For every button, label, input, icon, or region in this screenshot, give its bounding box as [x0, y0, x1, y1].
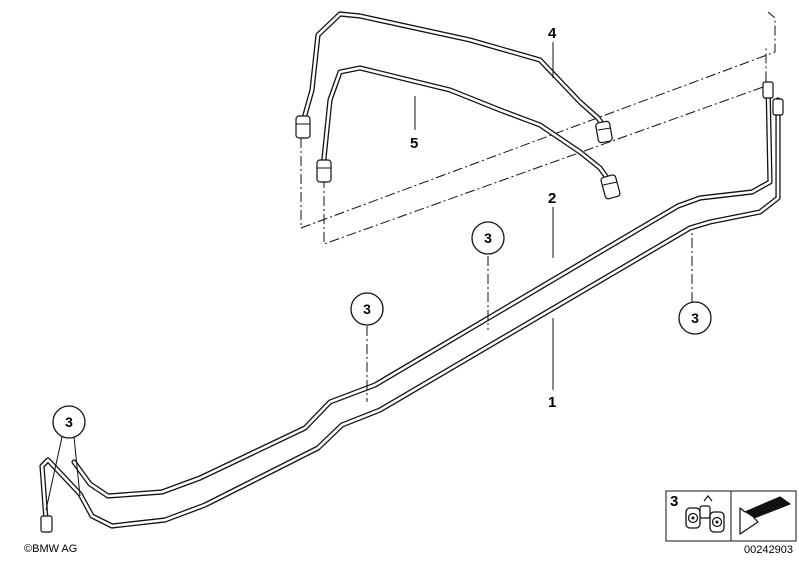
- callout-1: 1: [548, 394, 556, 411]
- connector-left-end: [40, 515, 53, 533]
- assembly-line-upper: [300, 11, 776, 229]
- fuel-line-1: [39, 97, 781, 529]
- callout-2: 2: [548, 190, 556, 207]
- bubble-leaders: [45, 232, 693, 511]
- assembly-dash-lines: [300, 11, 776, 245]
- bubble-leader-left-b: [73, 436, 81, 497]
- footer: ©BMW AG 00242903: [24, 543, 793, 556]
- hose-5-connector-right: [600, 174, 621, 200]
- bubble-left-number: 3: [65, 414, 73, 430]
- diagram-id: 00242903: [744, 544, 793, 556]
- callout-4: 4: [548, 25, 557, 42]
- bubble-right-number: 3: [691, 310, 699, 326]
- fuel-line-2: [71, 81, 773, 499]
- callout-5: 5: [410, 135, 418, 152]
- hose-5-connector-left: [316, 159, 332, 183]
- hose-4-connector-left: [295, 115, 311, 139]
- bubble-upper-mid-number: 3: [484, 230, 492, 246]
- legend-item-number: 3: [670, 493, 678, 510]
- bubble-mid-left-number: 3: [363, 301, 371, 317]
- bubble-right: 3: [678, 301, 712, 335]
- hose-4: [295, 11, 613, 144]
- copyright-text: ©BMW AG: [24, 543, 77, 555]
- bubble-upper-mid: 3: [471, 221, 505, 255]
- position-arrow-icon: [739, 496, 791, 535]
- hose-4-connector-right: [595, 120, 613, 144]
- legend-box: 3: [665, 490, 797, 542]
- bubble-leader-left-a: [45, 436, 63, 511]
- connector-right-upper: [762, 81, 774, 99]
- connector-right-lower: [772, 98, 784, 116]
- clip-icon: [685, 495, 725, 533]
- callout-leaders: [414, 42, 554, 390]
- hose-5: [316, 65, 621, 200]
- bubble-mid-left: 3: [350, 292, 384, 326]
- assembly-line-lower: [323, 48, 767, 245]
- bubble-left: 3: [52, 405, 86, 439]
